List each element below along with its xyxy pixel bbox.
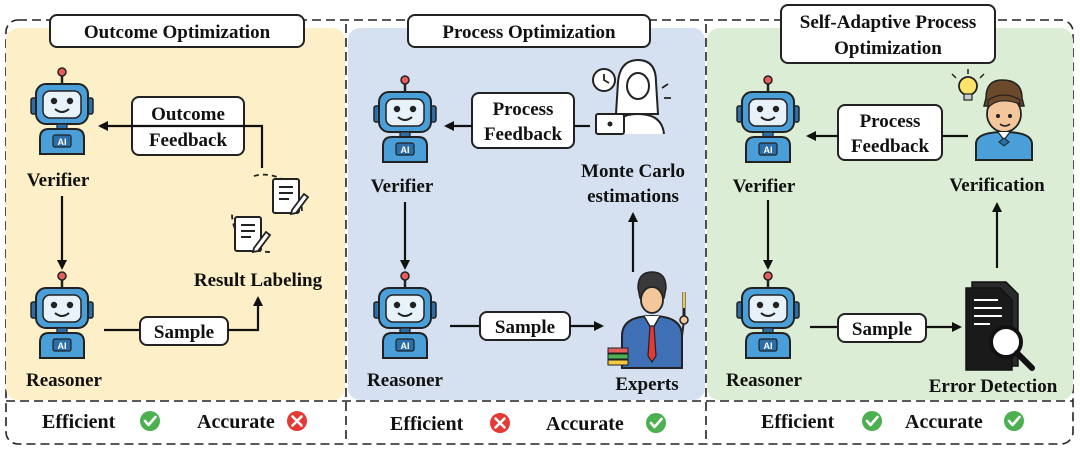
panel-2-efficient-label: Efficient bbox=[390, 413, 464, 435]
panel-2-mc-line-2: estimations bbox=[587, 186, 679, 207]
panel-1-feedback-line-2: Feedback bbox=[149, 130, 228, 151]
panel-2-feedback-line-1: Process bbox=[493, 99, 554, 120]
panel-2-title: Process Optimization bbox=[442, 22, 616, 43]
panel-1-verifier-label: Verifier bbox=[27, 170, 90, 191]
magnifier-document-icon bbox=[965, 281, 1035, 371]
panel-2-verifier-label: Verifier bbox=[371, 176, 434, 197]
panel-1-arrow-sample bbox=[228, 296, 263, 332]
panel-2-feedback-line-2: Feedback bbox=[484, 124, 563, 145]
panel-2-title-box bbox=[407, 14, 651, 48]
panel-3-accurate-label: Accurate bbox=[905, 411, 983, 433]
panel-1-title-box bbox=[49, 14, 305, 48]
panel-3-reasoner-label: Reasoner bbox=[726, 370, 803, 391]
panel-2-accurate-label: Accurate bbox=[546, 413, 624, 435]
panel-3-node-label: Error Detection bbox=[929, 376, 1058, 397]
panel-2-node-label: Experts bbox=[615, 374, 678, 395]
panel-2-efficient-badge bbox=[488, 411, 512, 435]
panel-3-verifier-label: Verifier bbox=[733, 176, 796, 197]
panel-1-efficient-label: Efficient bbox=[42, 411, 116, 433]
panel-outcome-optimization: Outcome Optimization Verifier Reasoner O… bbox=[26, 14, 323, 433]
panel-2-accurate-badge bbox=[644, 411, 668, 435]
idea-person-icon bbox=[951, 69, 1033, 161]
panel-3-feedback-line-1: Process bbox=[860, 111, 921, 132]
panel-1-efficient-badge bbox=[138, 409, 162, 433]
panel-3-efficient-badge bbox=[860, 409, 884, 433]
panel-3-accurate-badge bbox=[1002, 409, 1026, 433]
panel-3-sample-label: Sample bbox=[852, 319, 912, 340]
panel-2-sample-label: Sample bbox=[495, 317, 555, 338]
panel-3-efficient-label: Efficient bbox=[761, 411, 835, 433]
person-laptop-icon bbox=[592, 58, 671, 135]
panel-1-sample-label: Sample bbox=[154, 322, 214, 343]
panel-3-title-box bbox=[780, 4, 996, 64]
panel-1-arrow-feedback bbox=[98, 121, 264, 168]
panel-1-accurate-label: Accurate bbox=[197, 411, 275, 433]
panel-3-feedback-line-2: Feedback bbox=[851, 136, 930, 157]
panel-3-title-line-2: Optimization bbox=[834, 38, 942, 59]
panel-3-verification-label: Verification bbox=[949, 175, 1045, 196]
panel-2-reasoner-label: Reasoner bbox=[367, 370, 444, 391]
panel-1-feedback-line-1: Outcome bbox=[151, 104, 225, 125]
panel-1-title: Outcome Optimization bbox=[84, 22, 271, 43]
expert-icon bbox=[607, 271, 689, 369]
panel-self-adaptive-process-optimization: Self-Adaptive Process Optimization Verif… bbox=[726, 4, 1058, 433]
panel-1-node-label: Result Labeling bbox=[194, 270, 323, 291]
panel-2-mc-line-1: Monte Carlo bbox=[581, 161, 685, 182]
panel-1-reasoner-label: Reasoner bbox=[26, 370, 103, 391]
panel-process-optimization: Process Optimization Verifier Reasoner P… bbox=[367, 14, 689, 435]
panel-1-accurate-badge bbox=[285, 409, 309, 433]
panel-3-title-line-1: Self-Adaptive Process bbox=[800, 12, 976, 33]
panel-3-feedback-box bbox=[837, 104, 943, 161]
panel-2-feedback-box bbox=[471, 92, 575, 149]
